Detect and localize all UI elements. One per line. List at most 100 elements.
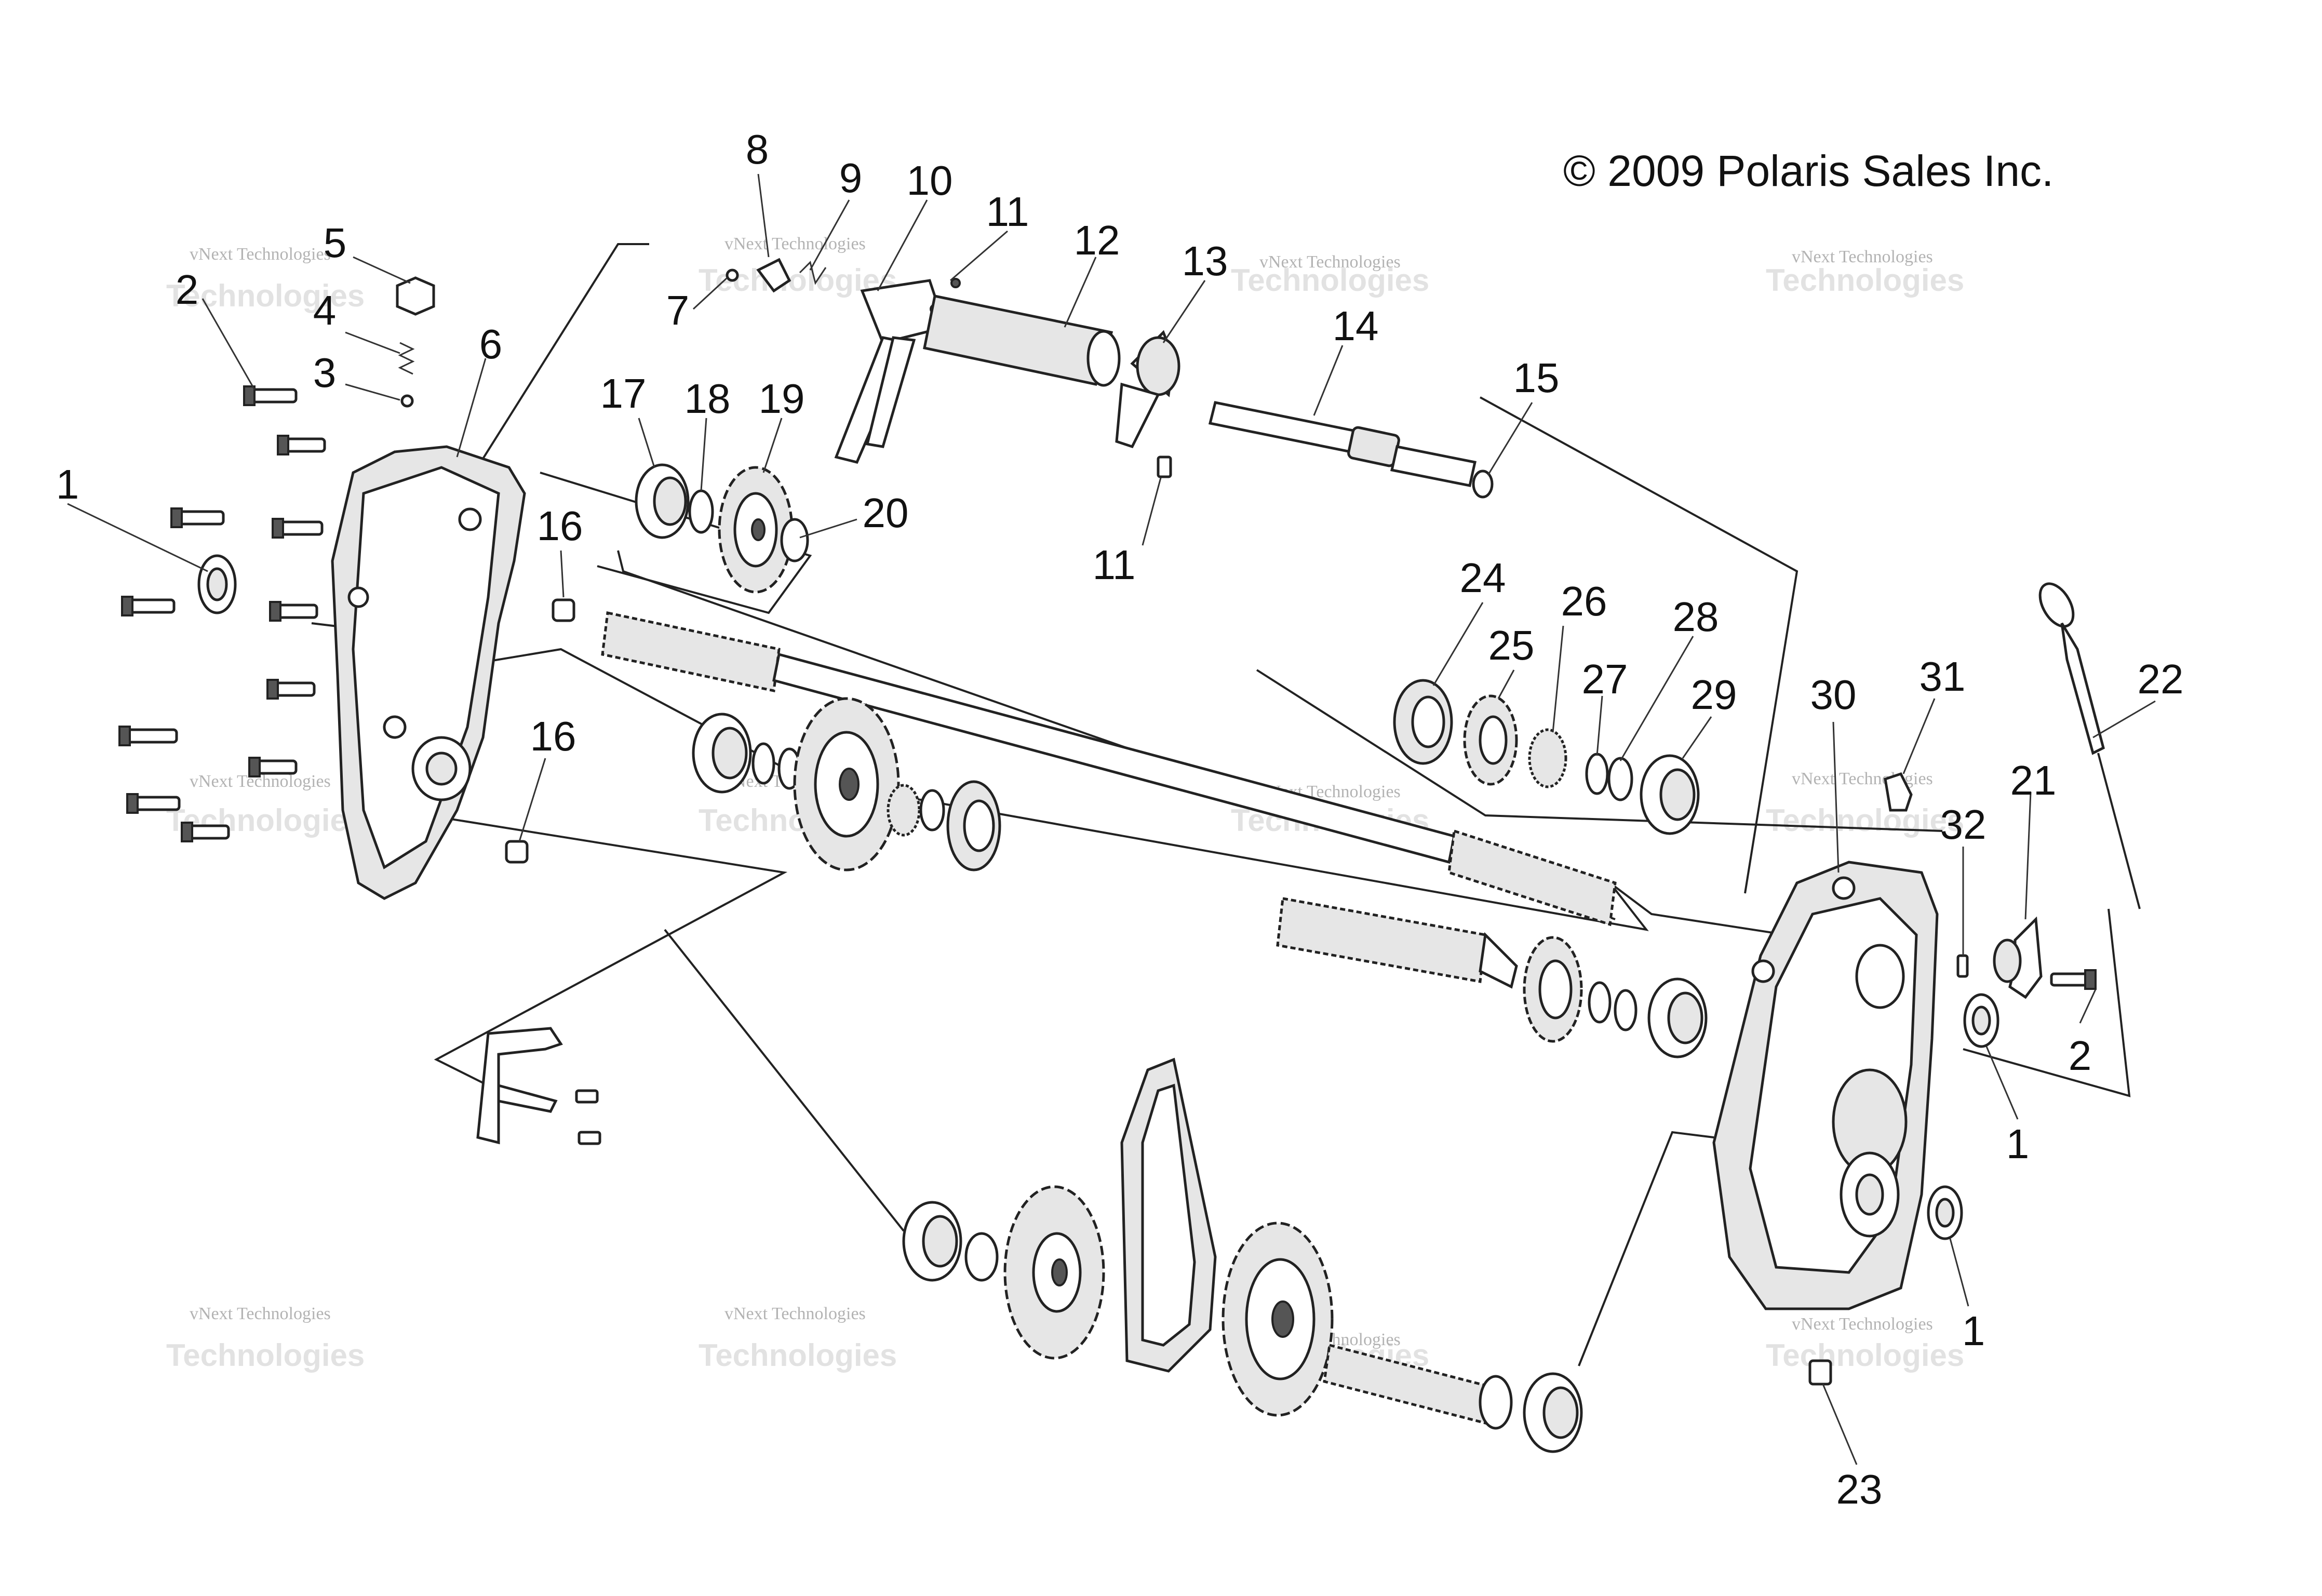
callout-19: 19 — [759, 375, 805, 422]
callout-15: 15 — [1513, 355, 1560, 401]
callout-numbers: 1 2 3 4 5 6 7 8 9 10 11 12 13 14 15 16 1… — [56, 126, 2184, 1512]
svg-text:vNext Technologies: vNext Technologies — [190, 1304, 331, 1323]
svg-text:Technologies: Technologies — [166, 278, 365, 313]
bolt — [126, 793, 181, 814]
shift-bracket — [476, 1027, 601, 1145]
washer — [1614, 989, 1638, 1031]
output-shaft — [1276, 897, 1518, 989]
detent-spring — [398, 342, 415, 375]
bolt — [277, 435, 326, 455]
washer-27 — [1585, 753, 1609, 795]
copyright-text: © 2009 Polaris Sales Inc. — [1563, 146, 2053, 195]
shift-fork-10 — [834, 279, 947, 464]
bearing-lower-right — [1523, 1372, 1583, 1453]
washer-18 — [688, 489, 714, 534]
callout-6: 6 — [479, 321, 503, 367]
dowel-pin — [505, 840, 529, 864]
bolt — [243, 385, 298, 406]
reverse-gear-25 — [1463, 694, 1518, 786]
needle-bearing-26 — [1528, 728, 1567, 788]
svg-text:Technologies: Technologies — [1766, 1338, 1964, 1373]
bolt — [266, 679, 316, 700]
callout-11: 11 — [986, 189, 1029, 235]
callout-27: 27 — [1582, 656, 1628, 702]
callout-18: 18 — [684, 375, 731, 422]
drain-plug-23 — [1808, 1359, 1832, 1386]
dowel-pin — [552, 598, 575, 622]
washer-28 — [1607, 757, 1633, 801]
callout-16: 16 — [537, 503, 583, 549]
svg-text:vNext Technologies: vNext Technologies — [1792, 1315, 1933, 1334]
bolt — [170, 507, 225, 528]
callout-31: 31 — [1920, 653, 1966, 700]
svg-text:vNext Technologies: vNext Technologies — [1792, 247, 1933, 266]
callout-8: 8 — [746, 126, 769, 172]
callout-26: 26 — [1561, 578, 1607, 624]
bolt-group-left — [118, 385, 326, 842]
gear-small-output — [1523, 936, 1583, 1043]
callout-5: 5 — [324, 220, 347, 266]
drive-sprocket — [1003, 1185, 1105, 1360]
callout-17: 17 — [600, 370, 647, 417]
driven-sprocket — [1222, 1222, 1334, 1417]
shift-fork-13 — [950, 278, 1180, 478]
leader-lines — [67, 173, 2156, 1465]
detent-ball — [400, 394, 414, 408]
callout-28: 28 — [1673, 594, 1719, 640]
callout-7: 7 — [666, 287, 690, 333]
bolt — [121, 596, 176, 616]
bearing-output — [1647, 977, 1708, 1058]
bolt — [272, 518, 324, 539]
shift-selector-parts — [726, 258, 827, 293]
callout-2: 2 — [176, 266, 199, 313]
callout-4: 4 — [313, 287, 337, 333]
watermark: Technologies vNext Technologies — [1766, 769, 1964, 838]
callout-1: 1 — [56, 461, 79, 507]
gear-large-middle — [793, 697, 900, 871]
bearing-input — [692, 713, 752, 794]
dipstick-22 — [2038, 582, 2141, 909]
bolt — [118, 726, 178, 746]
svg-text:vNext Technologies: vNext Technologies — [190, 245, 331, 264]
oil-seal-left — [197, 554, 237, 614]
spacer — [964, 1232, 999, 1282]
callout-21: 21 — [2010, 757, 2057, 803]
shift-rail — [1208, 401, 1477, 487]
svg-text:Technologies: Technologies — [699, 1338, 897, 1373]
washer — [751, 742, 775, 785]
callout-9: 9 — [839, 155, 863, 201]
gear-19 — [718, 466, 794, 594]
bearing-29 — [1640, 754, 1700, 835]
callout-2b: 2 — [2069, 1032, 2092, 1079]
bracket-21 — [1993, 916, 2043, 999]
callout-14: 14 — [1333, 303, 1379, 349]
bolt — [2050, 969, 2097, 990]
svg-text:vNext Technologies: vNext Technologies — [1792, 769, 1933, 788]
callout-12: 12 — [1074, 217, 1120, 263]
shift-shaft — [923, 294, 1121, 387]
washer — [919, 789, 945, 831]
callout-23: 23 — [1836, 1466, 1883, 1512]
svg-text:Technologies: Technologies — [1231, 263, 1429, 298]
watermark: Technologies vNext Technologies — [1766, 1315, 1964, 1373]
detent-plug — [396, 276, 435, 316]
svg-text:Technologies: Technologies — [1766, 803, 1964, 838]
vent-fitting-31 — [1884, 772, 1913, 812]
bolt — [248, 757, 298, 777]
washer — [1588, 981, 1612, 1024]
svg-text:vNext Technologies: vNext Technologies — [724, 234, 866, 253]
callout-25: 25 — [1488, 622, 1535, 668]
main-shaft — [601, 611, 1617, 927]
svg-text:Technologies: Technologies — [1766, 263, 1964, 298]
callout-30: 30 — [1810, 672, 1857, 718]
callout-3: 3 — [313, 350, 337, 396]
callout-1b: 1 — [2006, 1121, 2030, 1167]
callout-11b: 11 — [1092, 542, 1135, 588]
callout-22: 22 — [2138, 656, 2184, 702]
snap-ring-20 — [780, 518, 809, 562]
callout-24: 24 — [1460, 555, 1506, 601]
